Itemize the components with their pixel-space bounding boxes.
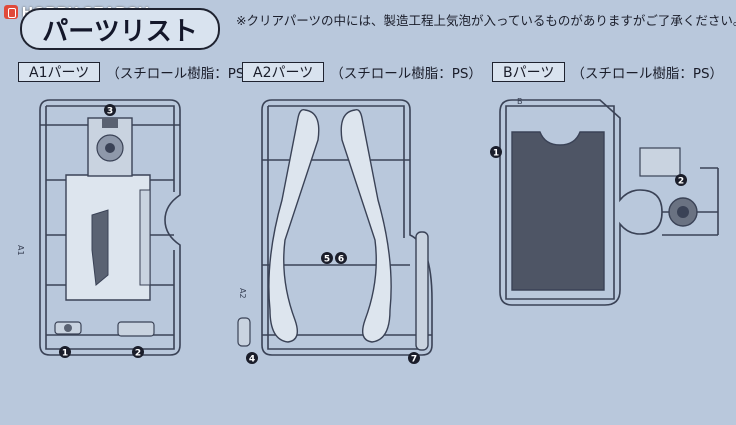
part-number-4: 4 — [246, 352, 258, 365]
b-runner — [499, 99, 719, 306]
svg-text:2: 2 — [135, 349, 141, 359]
b-part-2 — [639, 147, 698, 227]
section-material-a2: （スチロール樹脂：PS） — [330, 66, 482, 82]
section-material-b: （スチロール樹脂：PS） — [571, 66, 724, 82]
section-box-a1: A1パーツ — [18, 62, 101, 82]
svg-text:6: 6 — [338, 255, 344, 265]
svg-text:5: 5 — [324, 255, 330, 265]
runner-tag-b: B — [517, 97, 523, 106]
part-number-5: 5 — [321, 252, 333, 265]
a2-leg-parts — [268, 108, 392, 343]
logo-mark-icon — [4, 5, 18, 19]
section-box-a2: A2パーツ — [242, 62, 325, 82]
a2-part-4 — [237, 317, 251, 347]
page-title: パーツリスト — [20, 8, 220, 50]
svg-text:1: 1 — [493, 149, 499, 159]
a1-part-1 — [54, 321, 82, 335]
part-number-1-a1: 1 — [59, 346, 71, 359]
section-label-a1: A1パーツ （スチロール樹脂：PS） — [18, 62, 258, 82]
svg-text:1: 1 — [62, 349, 68, 359]
b-part-1 — [511, 131, 605, 291]
section-label-a2: A2パーツ （スチロール樹脂：PS） — [242, 62, 482, 82]
svg-text:7: 7 — [411, 355, 417, 365]
section-material-a1: （スチロール樹脂：PS） — [106, 66, 258, 82]
section-label-b: Bパーツ （スチロール樹脂：PS） — [492, 62, 723, 82]
svg-text:3: 3 — [107, 107, 113, 117]
svg-text:2: 2 — [678, 177, 684, 187]
runner-tag-a1: A1 — [16, 245, 25, 256]
part-number-2-b: 2 — [675, 174, 687, 187]
section-box-b: Bパーツ — [492, 62, 566, 82]
a1-part-2 — [117, 321, 155, 337]
part-number-7: 7 — [408, 352, 420, 365]
part-number-1-b: 1 — [490, 146, 502, 159]
part-number-2-a1: 2 — [132, 346, 144, 359]
a2-part-7 — [415, 231, 429, 351]
a1-panel-part — [65, 174, 151, 301]
svg-text:4: 4 — [249, 355, 255, 365]
part-number-6: 6 — [335, 252, 347, 265]
a1-runner — [39, 99, 181, 356]
runner-tag-a2: A2 — [238, 288, 247, 299]
part-number-3: 3 — [104, 104, 116, 117]
clear-parts-note: ※クリアパーツの中には、製造工程上気泡が入っているものがありますがご了承ください… — [236, 13, 736, 28]
a1-part-3 — [87, 117, 133, 177]
